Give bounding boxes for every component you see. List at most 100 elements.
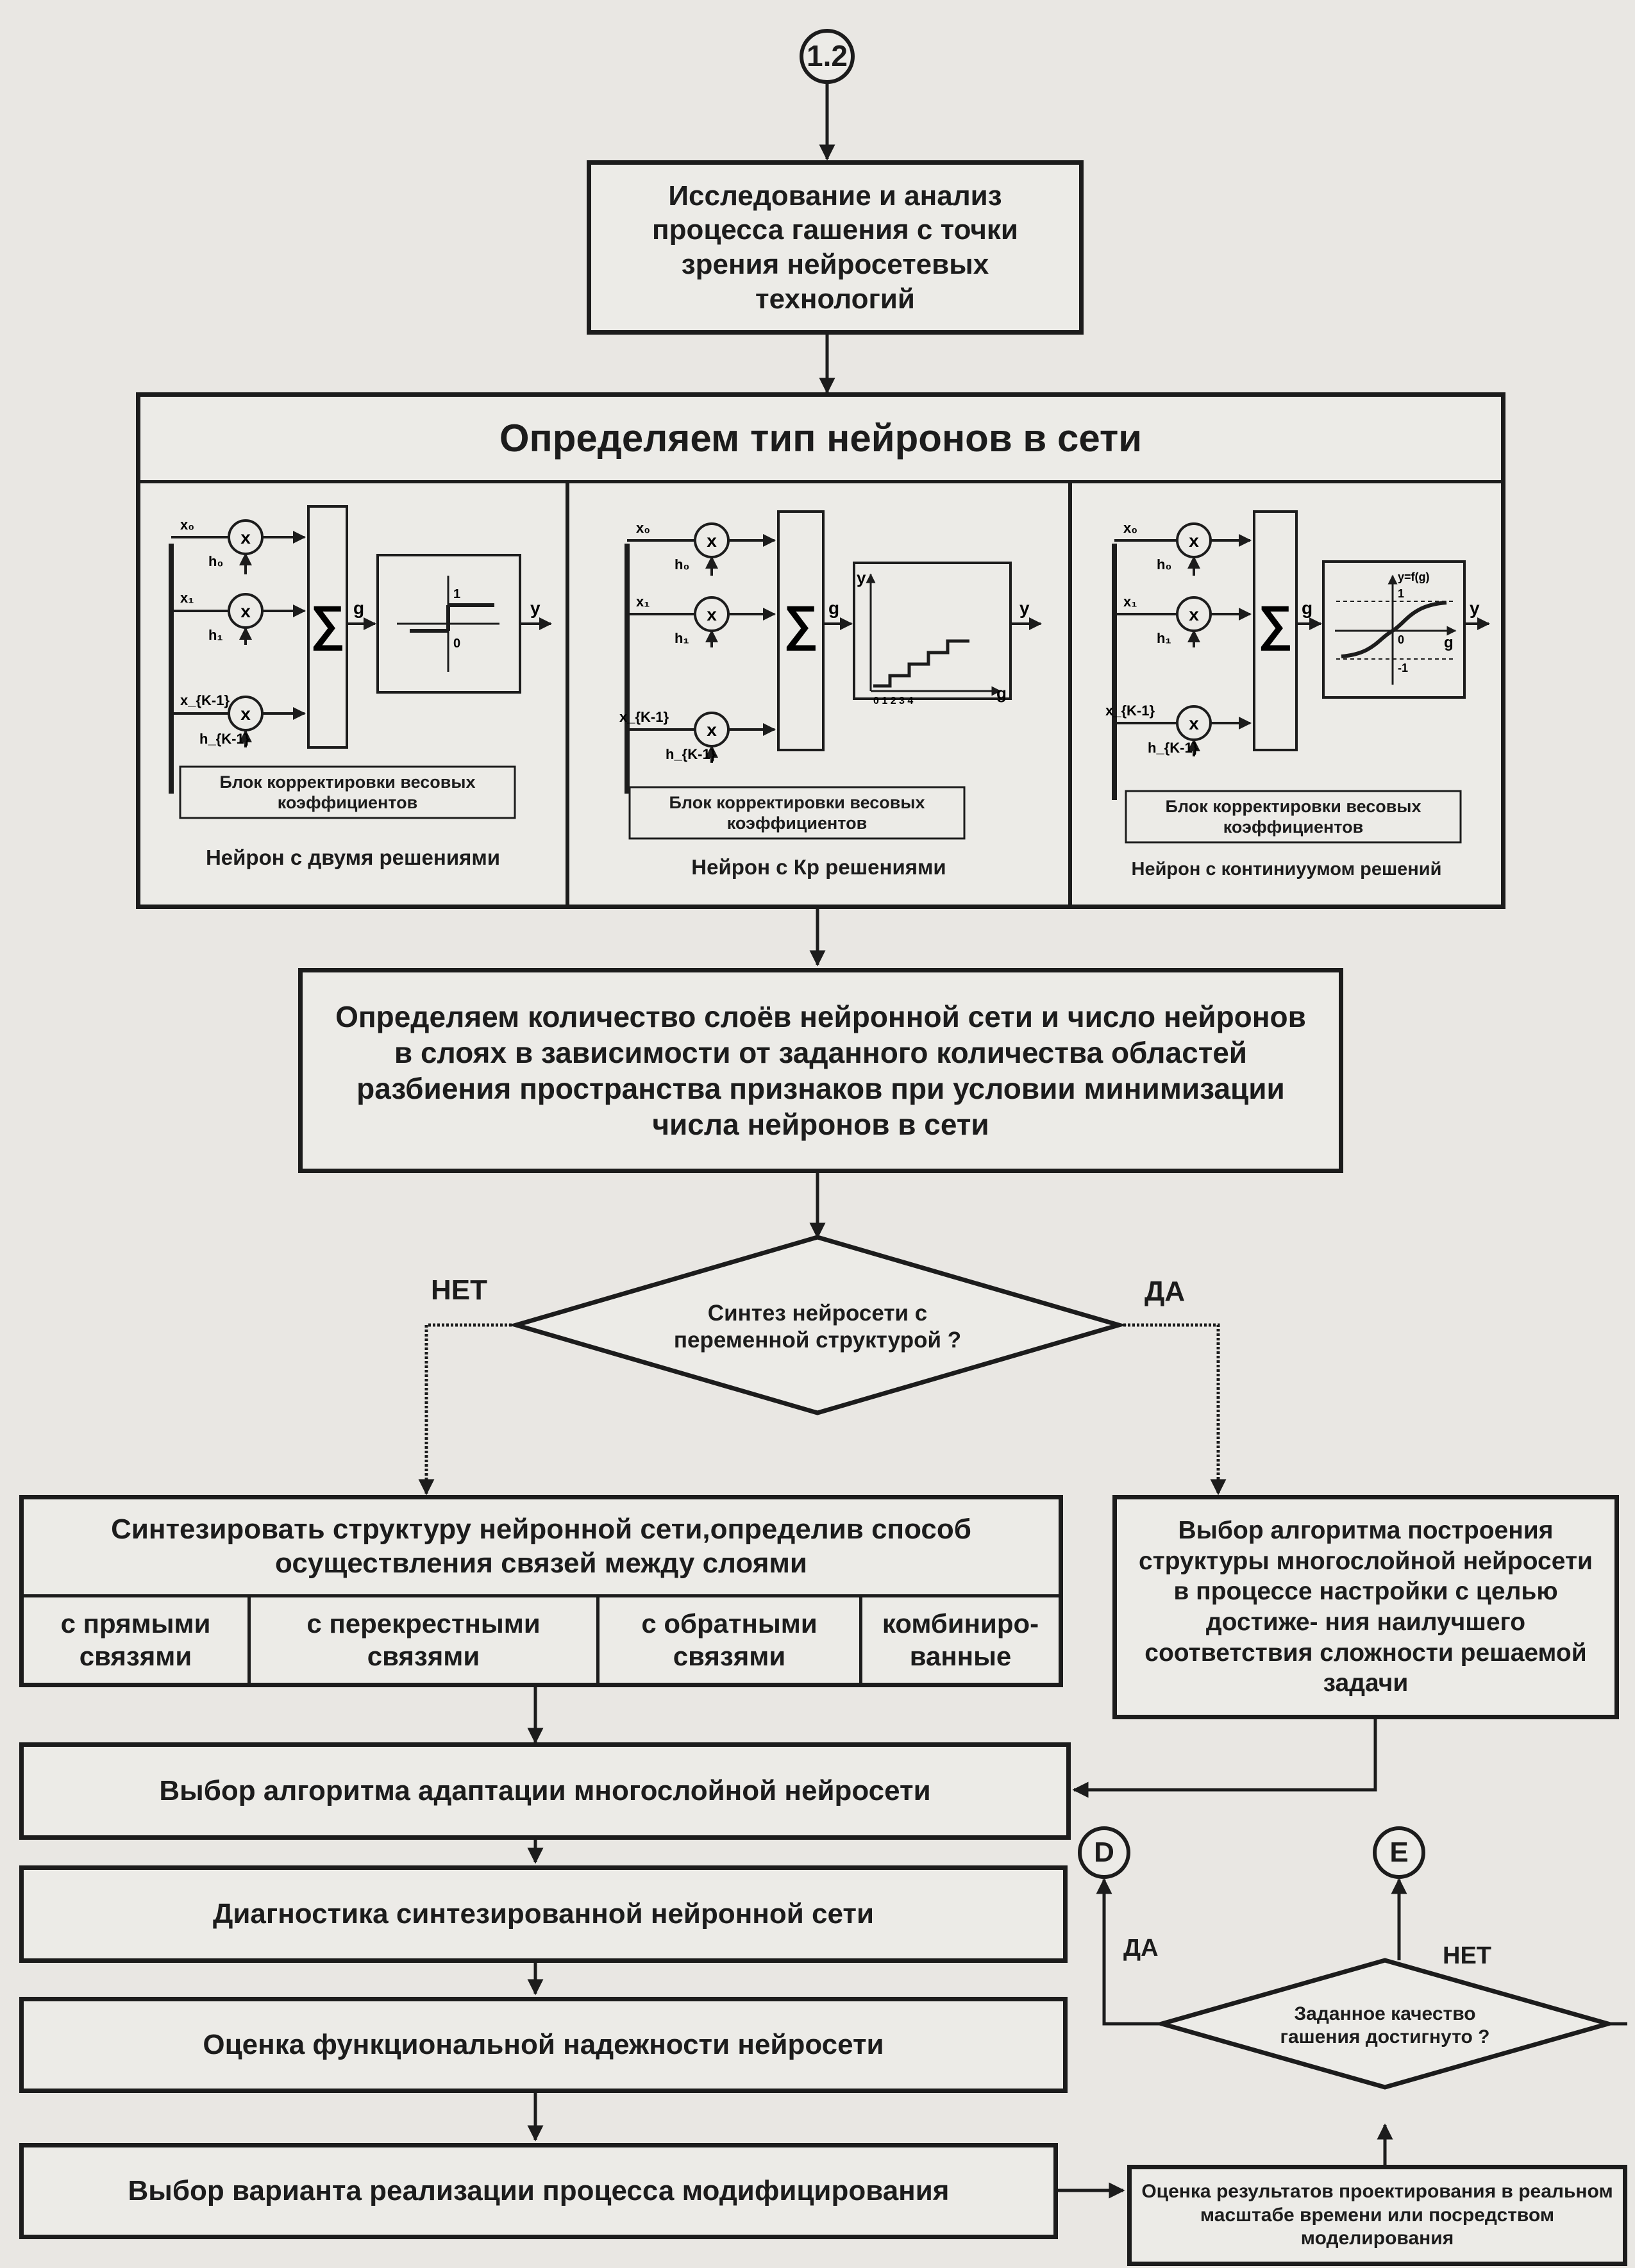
arrow-decision-yes bbox=[1119, 1323, 1227, 1496]
layers-block: Определяем количество слоёв нейронной се… bbox=[298, 968, 1343, 1173]
weight-label-h0: h₀ bbox=[675, 556, 689, 572]
input-label-x0: x₀ bbox=[1123, 520, 1137, 536]
panel-caption: Нейрон с двумя решениями bbox=[205, 846, 501, 870]
connector-d-label: D bbox=[1094, 1836, 1114, 1868]
g-label: g bbox=[828, 598, 839, 618]
correction-block-label: Блок корректировки весовых коэффициентов bbox=[219, 772, 476, 812]
mult-symbol: x bbox=[1189, 713, 1199, 733]
plot-g-label: g bbox=[1444, 634, 1454, 651]
decision-yes-label: ДА bbox=[1144, 1276, 1186, 1307]
correction-block-label: Блок корректировки весовых коэффициентов bbox=[1165, 796, 1421, 837]
weight-label-hk1: h_{K-1} bbox=[1148, 740, 1198, 756]
g-label: g bbox=[1302, 598, 1312, 618]
study-block-text: Исследование и анализ процесса гашения с… bbox=[652, 179, 1018, 315]
evaluation-block-text: Оценка результатов проектирования в реал… bbox=[1141, 2181, 1613, 2249]
weight-label-h1: h₁ bbox=[1157, 630, 1171, 646]
decision-quality-diamond bbox=[1153, 1958, 1616, 2090]
decision-structure-diamond bbox=[508, 1235, 1127, 1415]
input-label-xk1: x_{K-1} bbox=[619, 709, 669, 725]
input-label-xk1: x_{K-1} bbox=[180, 692, 230, 708]
neuron-diagram-continuum: x x x x₀ x₁ x_{K-1} h₀ h₁ h_{K-1} ∑ g y … bbox=[1105, 510, 1490, 844]
input-label-x1: x₁ bbox=[1123, 594, 1137, 610]
neuron-panel-kr-decisions: x x x x₀ x₁ x_{K-1} h₀ h₁ h_{K-1} ∑ g y … bbox=[569, 479, 1068, 905]
g-label: g bbox=[353, 598, 364, 618]
connector-d-circle bbox=[1078, 1826, 1130, 1879]
correction-block-label: Блок корректировки весовых коэффициентов bbox=[669, 792, 925, 833]
synthesis-divider bbox=[24, 1594, 1059, 1597]
zero-label: 0 bbox=[1398, 633, 1404, 646]
mult-symbol: x bbox=[1189, 531, 1199, 551]
mult-symbol: x bbox=[707, 720, 717, 740]
neuron-panel-two-decisions: x x x x₀ x₁ x_{K-1} h₀ h₁ h_{K-1} ∑ g y … bbox=[140, 479, 566, 905]
input-label-x0: x₀ bbox=[636, 520, 650, 536]
synthesis-block: Синтезировать структуру нейронной сети,о… bbox=[19, 1495, 1063, 1687]
variant-block-text: Выбор варианта реализации процесса модиф… bbox=[128, 2175, 950, 2207]
adaptation-block-text: Выбор алгоритма адаптации многослойной н… bbox=[159, 1775, 931, 1807]
panel-caption: Нейрон с Кр решениями bbox=[691, 855, 946, 880]
link-option-combined: комбиниро- ванные bbox=[882, 1608, 1039, 1671]
structure-algorithm-block: Выбор алгоритма построения структуры мно… bbox=[1112, 1495, 1619, 1719]
plot-y-label: y bbox=[857, 568, 866, 587]
y-label: y bbox=[530, 598, 541, 618]
plot-ticks-label: 0 1 2 3 4 bbox=[873, 696, 913, 706]
neuron-diagram-kr-decisions: x x x x₀ x₁ x_{K-1} h₀ h₁ h_{K-1} ∑ g y … bbox=[619, 510, 1042, 840]
decision-no-label: НЕТ bbox=[431, 1274, 487, 1306]
arrow-decision-no bbox=[418, 1323, 516, 1496]
reliability-block: Оценка функциональной надежности нейросе… bbox=[19, 1997, 1068, 2093]
connector-e-circle bbox=[1373, 1826, 1425, 1879]
sum-symbol: ∑ bbox=[310, 596, 345, 651]
neuron-types-title: Определяем тип нейронов в сети bbox=[499, 417, 1143, 460]
synthesis-title: Синтезировать структуру нейронной сети,о… bbox=[111, 1513, 971, 1579]
link-option-feedback: с обратными связями bbox=[600, 1597, 862, 1683]
decision-quality-text: Заданное качество гашения достигнуто ? bbox=[1280, 2003, 1490, 2047]
panel-divider-2 bbox=[1068, 480, 1072, 905]
diagnostics-block-text: Диагностика синтезированной нейронной се… bbox=[213, 1898, 874, 1930]
input-label-x0: x₀ bbox=[180, 517, 194, 533]
neuron-diagram-two-decisions: x x x x₀ x₁ x_{K-1} h₀ h₁ h_{K-1} ∑ g y … bbox=[169, 505, 552, 819]
structure-algorithm-text: Выбор алгоритма построения структуры мно… bbox=[1138, 1517, 1593, 1697]
mult-symbol: x bbox=[707, 605, 717, 624]
arrow-algorithm-to-adaptation bbox=[1072, 1718, 1377, 1798]
weight-label-h0: h₀ bbox=[1157, 556, 1171, 572]
layers-block-text: Определяем количество слоёв нейронной се… bbox=[335, 999, 1306, 1142]
mult-symbol: x bbox=[707, 531, 717, 551]
input-label-x1: x₁ bbox=[180, 590, 194, 606]
mult-symbol: x bbox=[1189, 605, 1199, 624]
evaluation-block: Оценка результатов проектирования в реал… bbox=[1127, 2165, 1627, 2266]
connector-e-label: E bbox=[1389, 1836, 1409, 1868]
link-option-cross: с перекрестными связями bbox=[251, 1597, 600, 1683]
variant-block: Выбор варианта реализации процесса модиф… bbox=[19, 2143, 1058, 2239]
weight-label-hk1: h_{K-1} bbox=[199, 731, 250, 747]
axis-one-label: 1 bbox=[453, 587, 460, 601]
adaptation-block: Выбор алгоритма адаптации многослойной н… bbox=[19, 1742, 1071, 1840]
axis-zero-label: 0 bbox=[453, 637, 460, 651]
weight-label-h1: h₁ bbox=[208, 627, 223, 643]
quality-no-label: НЕТ bbox=[1443, 1942, 1491, 1969]
diagnostics-block: Диагностика синтезированной нейронной се… bbox=[19, 1865, 1068, 1963]
start-connector-circle bbox=[800, 29, 855, 84]
weight-label-hk1: h_{K-1} bbox=[666, 746, 716, 762]
title-divider bbox=[140, 480, 1501, 483]
mult-symbol: x bbox=[240, 528, 251, 547]
link-option-direct: с прямыми связями bbox=[24, 1597, 251, 1683]
sum-symbol: ∑ bbox=[784, 596, 818, 651]
reliability-block-text: Оценка функциональной надежности нейросе… bbox=[203, 2029, 884, 2061]
mult-symbol: x bbox=[240, 704, 251, 724]
panel-caption: Нейрон с континиуумом решений bbox=[1131, 858, 1442, 880]
decision-structure-text: Синтез нейросети с переменной структурой… bbox=[673, 1301, 962, 1353]
panel-divider-1 bbox=[566, 480, 569, 905]
y-label: y bbox=[1470, 598, 1480, 618]
quality-yes-label: ДА bbox=[1123, 1935, 1159, 1962]
y-label: y bbox=[1019, 598, 1030, 618]
weight-label-h0: h₀ bbox=[208, 553, 223, 569]
plus-one-label: 1 bbox=[1398, 587, 1404, 600]
input-label-xk1: x_{K-1} bbox=[1105, 703, 1155, 719]
function-label: y=f(g) bbox=[1398, 571, 1430, 583]
weight-label-h1: h₁ bbox=[675, 630, 689, 646]
input-label-x1: x₁ bbox=[636, 594, 650, 610]
neuron-panel-continuum: x x x x₀ x₁ x_{K-1} h₀ h₁ h_{K-1} ∑ g y … bbox=[1072, 479, 1501, 905]
mult-symbol: x bbox=[240, 601, 251, 621]
arrow-quality-yes-to-d bbox=[1096, 1878, 1162, 2026]
sum-symbol: ∑ bbox=[1258, 596, 1293, 651]
